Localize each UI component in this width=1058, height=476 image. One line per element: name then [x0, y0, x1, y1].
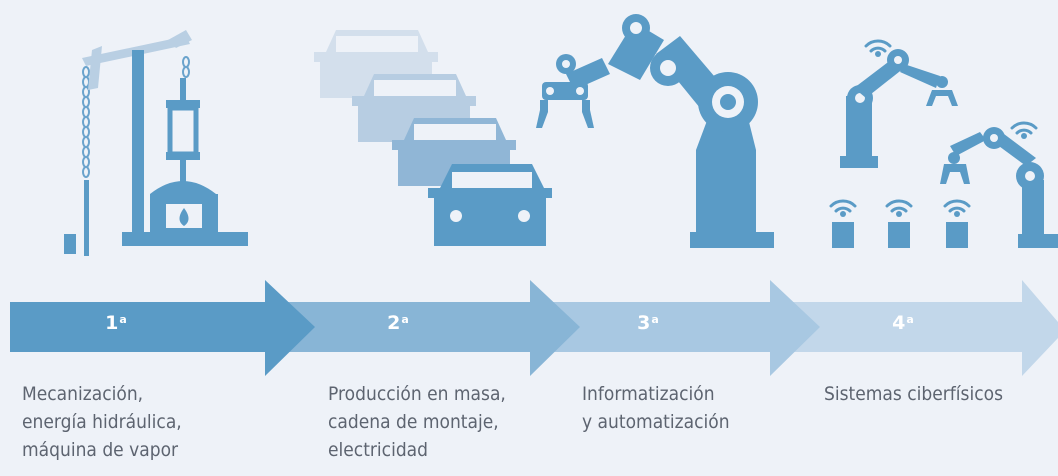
- car-4-icon: [428, 164, 552, 246]
- stage-3-number: 3a: [637, 312, 659, 334]
- car-assembly-line-icon: [314, 30, 552, 246]
- stage-4-label: Sistemas ciberfísicos: [824, 383, 1003, 405]
- wifi-icon: [885, 199, 913, 213]
- stage-4-number: 4a: [892, 312, 914, 334]
- wifi-icon: [864, 39, 892, 53]
- stage-4-arrow: [770, 280, 1058, 376]
- stage-1-label: Mecanización, energía hidráulica, máquin…: [22, 383, 182, 461]
- stage-2-number: 2a: [387, 312, 409, 334]
- stage-2-label: Producción en masa, cadena de montaje, e…: [328, 383, 506, 461]
- stage-3-arrow: [530, 280, 820, 376]
- wifi-icon: [1010, 121, 1038, 135]
- connected-robots-icon: [829, 39, 1058, 248]
- wifi-icon: [943, 199, 971, 213]
- stage-1-arrow: [10, 280, 315, 376]
- wifi-icon: [829, 199, 857, 213]
- stage-1-number: 1a: [105, 312, 127, 334]
- stage-2-arrow: [270, 280, 580, 376]
- steam-hammer-icon: [64, 30, 248, 256]
- robot-arm-icon: [536, 14, 774, 248]
- stage-3-label: Informatización y automatización: [582, 383, 730, 433]
